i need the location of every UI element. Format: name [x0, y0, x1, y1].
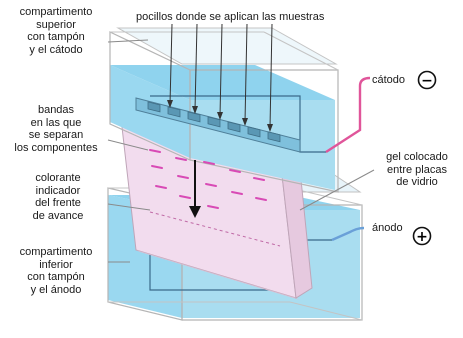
separated-bands: [149, 149, 267, 209]
label-dye-front: colorante indicador del frente de avance: [32, 172, 84, 222]
leader-bands: [107, 139, 149, 151]
leader-gel: [299, 169, 375, 211]
migration-arrow: [189, 160, 201, 218]
sample-wells: [135, 97, 301, 153]
dye-front-line: [149, 211, 281, 247]
label-bands: bandas en las que se separan los compone…: [14, 104, 98, 154]
label-wells: pocillos donde se aplican las muestras: [136, 11, 325, 23]
label-gel: gel colocado entre placas de vidrio: [386, 151, 448, 188]
label-anode: ánodo: [372, 222, 403, 234]
anode-symbol-icon: +: [412, 226, 432, 246]
leader-top-compartment: [107, 39, 149, 43]
label-top-compartment: compartimento superior con tampón y el c…: [19, 6, 93, 56]
svg-text:+: +: [416, 229, 428, 245]
cathode-symbol-icon: −: [417, 70, 437, 90]
label-cathode: cátodo: [372, 74, 406, 86]
svg-text:−: −: [421, 73, 433, 89]
cathode-wire: [325, 76, 371, 154]
anode-wire: [331, 226, 365, 242]
leader-dye-front: [107, 203, 151, 211]
cathode-electrode: [150, 95, 326, 153]
label-bottom-compartment: compartimento inferior con tampón y el á…: [19, 246, 93, 296]
wells-pointers: [169, 23, 273, 129]
